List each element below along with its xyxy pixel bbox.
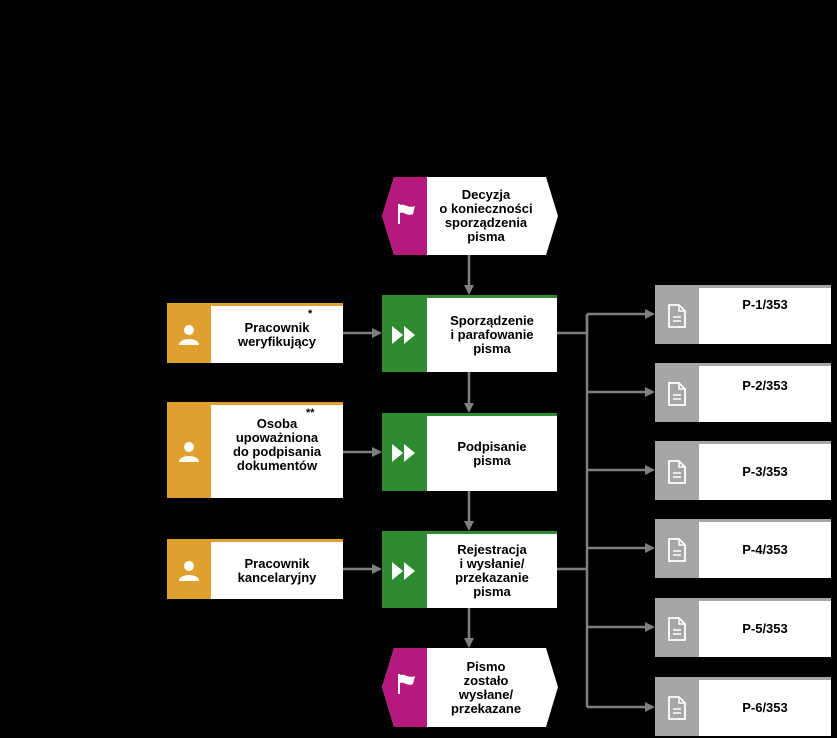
function-f3: Rejestracja i wysłanie/ przekazanie pism… xyxy=(382,531,557,608)
event-shape xyxy=(382,648,558,727)
function-f1: Sporządzenie i parafowanie pisma xyxy=(382,295,557,372)
role-r1: Pracownik weryfikujący * xyxy=(167,303,343,363)
document-label: P-1/353 xyxy=(742,297,788,312)
function-label: Sporządzenie i parafowanie pisma xyxy=(450,313,534,356)
role-r3: Pracownik kancelaryjny xyxy=(167,539,343,599)
document-label: P-2/353 xyxy=(742,378,788,393)
document-icon xyxy=(668,382,686,406)
document-d3: P-3/353 xyxy=(655,441,831,500)
role-label: Pracownik kancelaryjny xyxy=(237,555,317,585)
document-icon xyxy=(668,696,686,720)
document-label: P-5/353 xyxy=(742,621,788,636)
flag-icon xyxy=(398,204,415,224)
document-icon xyxy=(668,617,686,641)
role-label: Osoba upoważniona do podpisania dokument… xyxy=(232,416,322,473)
function-f2: Podpisanie pisma xyxy=(382,413,557,491)
event-label: Pismo zostało wysłane/ przekazane xyxy=(450,658,522,716)
document-label: P-4/353 xyxy=(742,542,788,557)
person-icon xyxy=(179,561,199,581)
role-label: Pracownik weryfikujący xyxy=(237,319,317,349)
fast-forward-icon xyxy=(392,326,415,344)
document-label: P-6/353 xyxy=(742,700,788,715)
output-line-f1 xyxy=(557,314,589,335)
role-mark: ** xyxy=(306,407,315,419)
function-label: Podpisanie pisma xyxy=(457,438,527,468)
event-shape xyxy=(382,177,558,255)
document-d4: P-4/353 xyxy=(655,519,831,578)
person-icon xyxy=(179,442,199,462)
document-icon xyxy=(668,460,686,484)
document-d1: P-1/353 xyxy=(655,285,831,344)
fast-forward-icon xyxy=(392,562,415,580)
fast-forward-icon xyxy=(392,444,415,462)
document-d2: P-2/353 xyxy=(655,363,831,422)
document-icon xyxy=(668,304,686,328)
document-label: P-3/353 xyxy=(742,464,788,479)
role-r2: Osoba upoważniona do podpisania dokument… xyxy=(167,402,343,498)
document-d5: P-5/353 xyxy=(655,598,831,657)
event-label: Decyzja o konieczności sporządzenia pism… xyxy=(439,187,533,244)
role-mark: * xyxy=(308,308,313,320)
flag-icon xyxy=(398,674,415,694)
document-d6: P-6/353 xyxy=(655,677,831,736)
person-icon xyxy=(179,325,199,345)
function-label: Rejestracja i wysłanie/ przekazanie pism… xyxy=(455,542,529,599)
document-icon xyxy=(668,538,686,562)
